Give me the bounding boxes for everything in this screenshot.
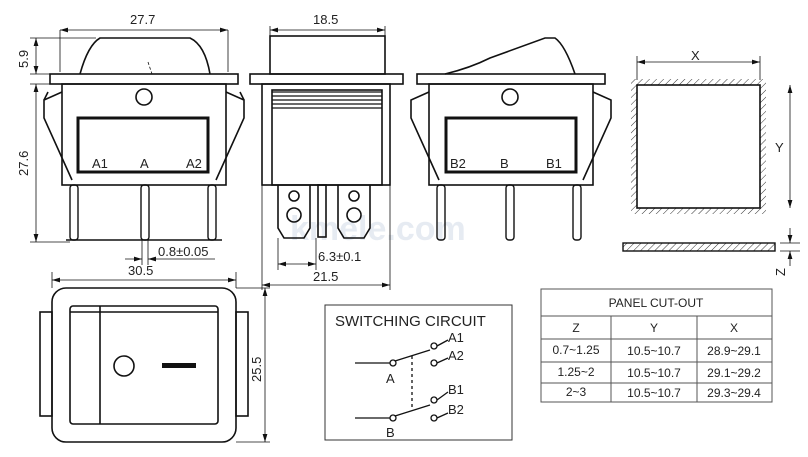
x-label: X	[691, 48, 700, 63]
circuit-label: B2	[448, 402, 464, 417]
table-cell: 10.5~10.7	[627, 366, 681, 380]
table-cell: 29.3~29.4	[707, 386, 761, 400]
tab-width-dim: 6.3±0.1	[318, 249, 361, 264]
side-view: 18.5 6.3±0.1 21.5	[249, 12, 404, 290]
bottom-view: 30.5 25.5	[39, 263, 270, 443]
terminal-label: A	[140, 156, 149, 171]
circuit-label: A	[386, 371, 395, 386]
table-cell: 29.1~29.2	[707, 366, 761, 380]
table-cell: 0.7~1.25	[552, 343, 599, 357]
front-view-b: B2 B B1	[410, 37, 612, 241]
panel-cutout-table	[540, 288, 773, 403]
body-height-dim: 27.6	[16, 151, 31, 176]
width-dim: 18.5	[313, 12, 338, 27]
rocker-height-dim: 5.9	[16, 50, 31, 68]
table-cell: 2~3	[566, 385, 587, 399]
table-header: X	[730, 321, 738, 335]
table-cell: 28.9~29.1	[707, 344, 761, 358]
circuit-label: A1	[448, 330, 464, 345]
circuit-label: A2	[448, 348, 464, 363]
switching-circuit: SWITCHING CIRCUIT A1 A2 A B1 B2 B	[324, 304, 513, 441]
table-cell: 1.25~2	[557, 365, 594, 379]
front-view-a: A1 A A2 27.7 5.9 27.6 0.8±0.05	[16, 12, 245, 265]
panel-cutout-drawing: X Y Z	[622, 48, 800, 276]
overall-dim: 21.5	[313, 269, 338, 284]
pin-width-dim: 0.8±0.05	[158, 244, 209, 259]
y-label: Y	[775, 140, 784, 155]
terminal-label: B2	[450, 156, 466, 171]
table-header: Z	[572, 321, 579, 335]
circuit-label: B1	[448, 382, 464, 397]
height-dim: 25.5	[249, 357, 264, 382]
width-dim: 30.5	[128, 263, 153, 278]
z-label: Z	[773, 268, 788, 276]
table-cell: 10.5~10.7	[627, 344, 681, 358]
table-cell: 10.5~10.7	[627, 386, 681, 400]
terminal-label: B	[500, 156, 509, 171]
circuit-title: SWITCHING CIRCUIT	[335, 313, 486, 330]
width-dim: 27.7	[130, 12, 155, 27]
terminal-label: A1	[92, 156, 108, 171]
terminal-label: B1	[546, 156, 562, 171]
circuit-label: B	[386, 425, 395, 440]
table-header: Y	[650, 321, 658, 335]
table-title: PANEL CUT-OUT	[609, 296, 704, 310]
terminal-label: A2	[186, 156, 202, 171]
